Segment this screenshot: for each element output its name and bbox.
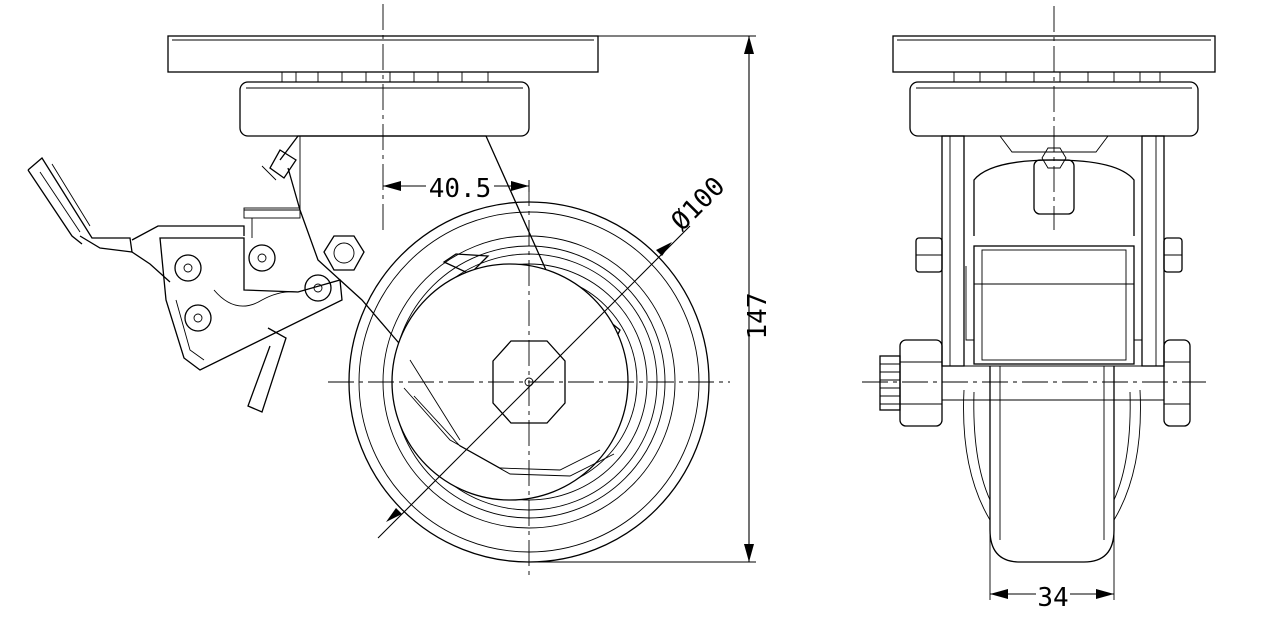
brake-pedal	[27, 157, 245, 283]
offset-label: 40.5	[429, 174, 492, 204]
front-fork	[941, 135, 1165, 367]
side-view: Ø100 40.5 147	[27, 4, 773, 578]
offset-dimension: 40.5	[383, 170, 530, 204]
pivot-nut	[323, 235, 365, 271]
height-dimension: 147	[529, 35, 773, 563]
width-dimension: 34	[989, 530, 1115, 613]
diameter-label: Ø100	[666, 171, 731, 236]
width-label: 34	[1037, 583, 1068, 613]
front-view: 34	[862, 6, 1216, 613]
bearing-row	[281, 71, 489, 83]
upper-bolts	[915, 237, 1183, 273]
front-wheel	[963, 366, 1141, 563]
axle-nut	[492, 340, 566, 424]
brake-mechanism	[159, 207, 343, 413]
axle-bolts	[879, 339, 1191, 427]
height-label: 147	[743, 293, 773, 340]
front-bearing-row	[953, 71, 1161, 83]
swivel-head	[239, 81, 530, 137]
